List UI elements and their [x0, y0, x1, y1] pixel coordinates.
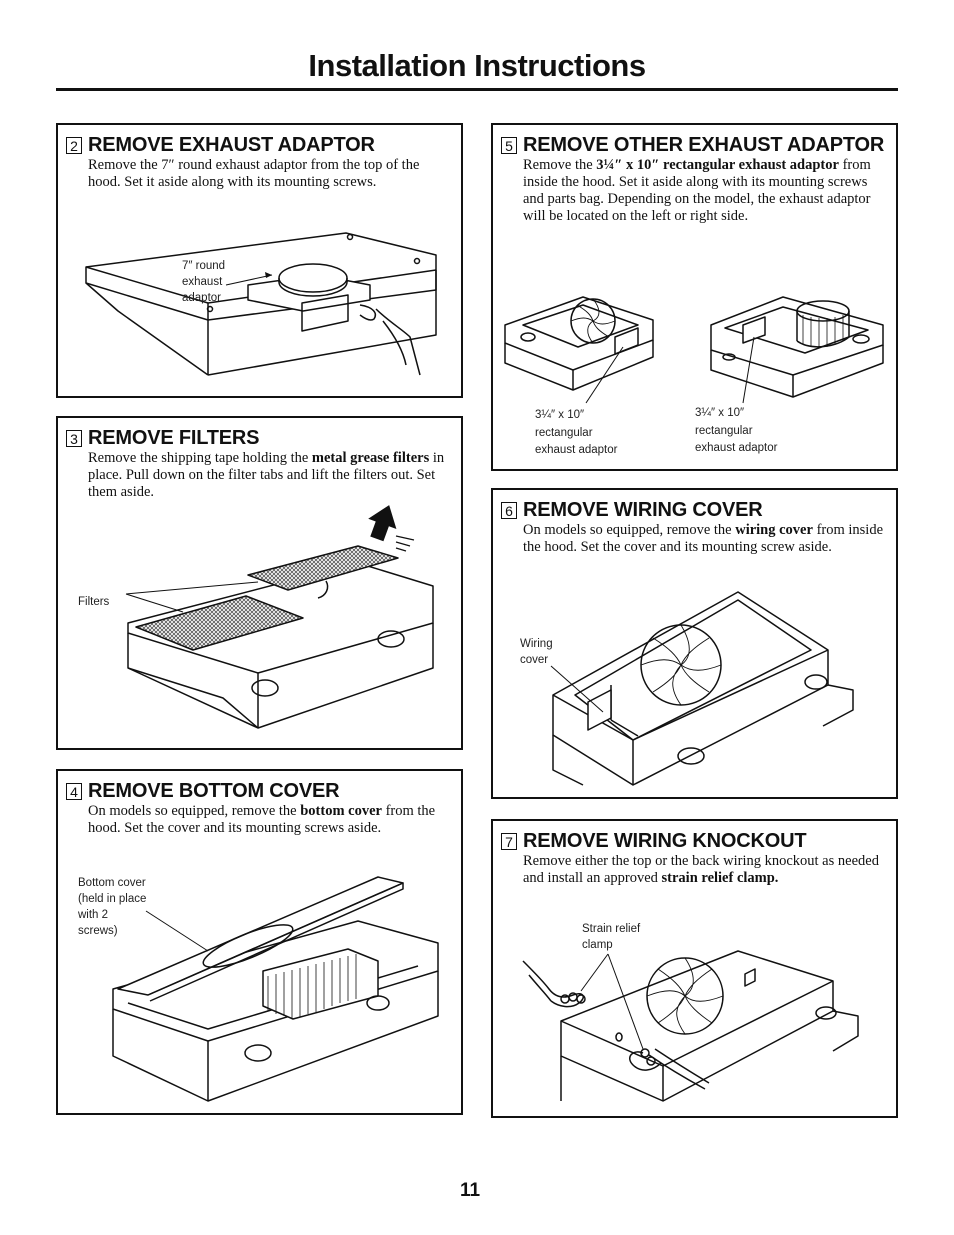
step-2-text: Remove the 7″ round exhaust adaptor from… — [88, 157, 420, 190]
step-3-text: Remove the shipping tape holding the met… — [88, 450, 445, 500]
page-title: Installation Instructions — [308, 48, 646, 83]
hood-filters-illustration — [125, 502, 434, 729]
step-6-title: REMOVE WIRING COVER — [523, 499, 763, 521]
step-2-number: 2 — [66, 137, 82, 154]
step-4-text: On models so equipped, remove the bottom… — [88, 803, 436, 836]
hood-wiring-knockout-illustration — [522, 950, 859, 1102]
step-6-panel: 6 REMOVE WIRING COVER On models so equip… — [491, 488, 898, 799]
step-2-panel: 2 REMOVE EXHAUST ADAPTOR Remove the 7″ r… — [56, 123, 463, 398]
step-3-panel: 3 REMOVE FILTERS Remove the shipping tap… — [56, 416, 463, 750]
page-number: 11 — [460, 1180, 481, 1201]
step-6-number: 6 — [501, 502, 517, 519]
title-rule — [56, 88, 898, 91]
step-5-number: 5 — [501, 137, 517, 154]
step-7-title: REMOVE WIRING KNOCKOUT — [523, 830, 807, 852]
step-5-text: Remove the 3¼″ x 10″ rectangular exhaust… — [523, 157, 871, 224]
step-5-panel: 5 REMOVE OTHER EXHAUST ADAPTOR Remove th… — [491, 123, 898, 471]
step-3-title: REMOVE FILTERS — [88, 427, 260, 449]
step-3-callout: Filters — [78, 596, 110, 608]
step-7-text: Remove either the top or the back wiring… — [523, 853, 879, 886]
step-4-number: 4 — [66, 783, 82, 800]
step-4-title: REMOVE BOTTOM COVER — [88, 780, 340, 802]
hood-wiring-cover-illustration — [550, 591, 854, 786]
hood-bottom-cover-illustration — [112, 876, 439, 1102]
step-2-title: REMOVE EXHAUST ADAPTOR — [88, 134, 375, 156]
step-4-panel: 4 REMOVE BOTTOM COVER On models so equip… — [56, 769, 463, 1115]
hood-rect-adaptor-illustration — [504, 296, 884, 404]
hood-exhaust-adaptor-illustration — [85, 232, 437, 376]
step-7-number: 7 — [501, 833, 517, 850]
step-7-panel: 7 REMOVE WIRING KNOCKOUT Remove either t… — [491, 819, 898, 1118]
step-6-text: On models so equipped, remove the wiring… — [523, 522, 884, 555]
step-3-number: 3 — [66, 430, 82, 447]
step-5-title: REMOVE OTHER EXHAUST ADAPTOR — [523, 134, 885, 156]
